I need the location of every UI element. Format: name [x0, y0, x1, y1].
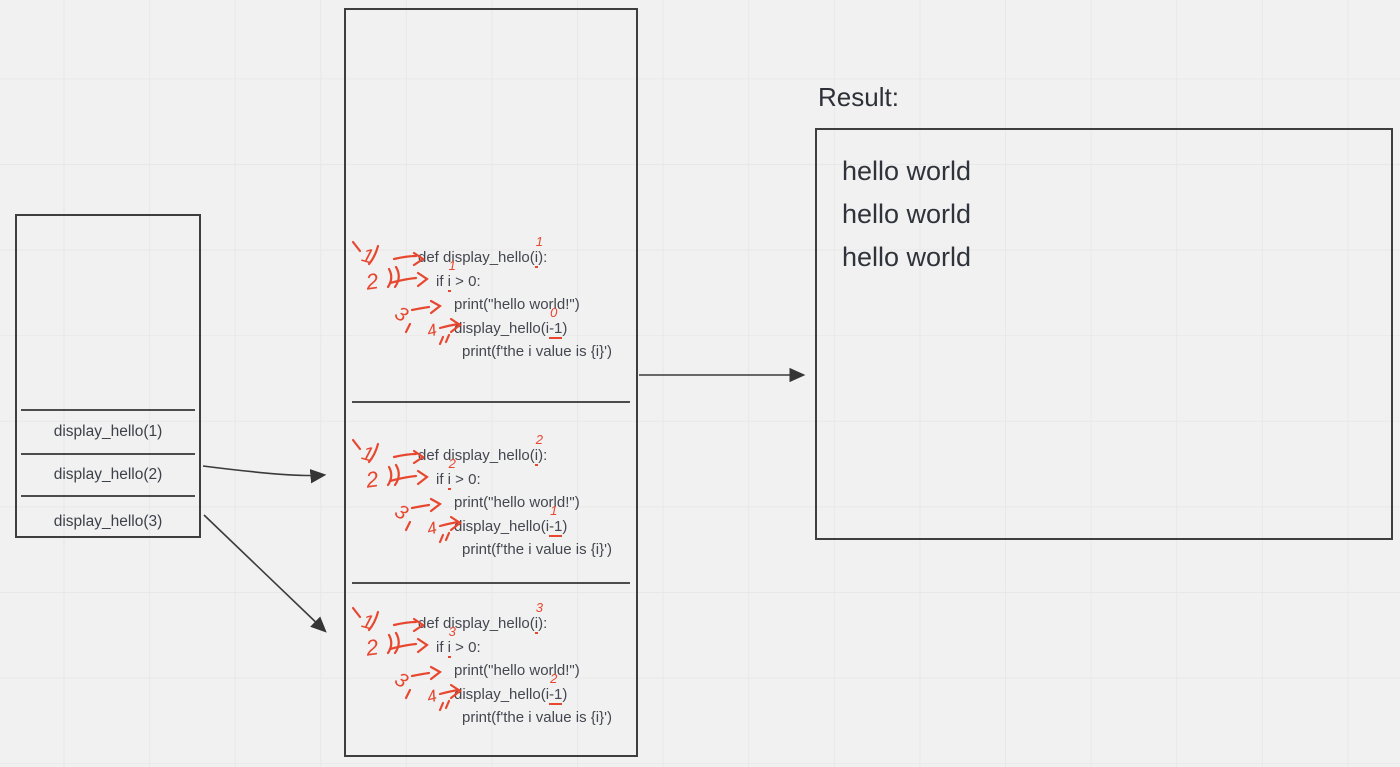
code-text: )	[562, 319, 568, 337]
code-text: print(f'the i value is {i}')	[462, 709, 612, 726]
code-text: display_hello(i	[454, 685, 550, 703]
code-text: if	[436, 638, 448, 656]
step-mark-2: 2	[363, 634, 380, 661]
stack-frame[interactable]: display_hello(1)	[21, 409, 195, 453]
code-text: print("hello world!")	[454, 494, 580, 511]
stack-frame-label: display_hello(3)	[53, 512, 163, 530]
code-line: print(f'the i value is {i}')	[462, 340, 653, 364]
handwritten-step-marks[interactable]: 1 2 3 4	[350, 236, 482, 348]
result-title[interactable]: Result:	[818, 82, 899, 112]
code-text: print(f'the i value is {i}')	[462, 541, 612, 558]
code-text: ):	[538, 447, 548, 464]
code-text: ):	[538, 615, 548, 632]
code-text: )	[562, 517, 568, 535]
value-annotation: 2	[448, 455, 456, 471]
stack-frame-label: display_hello(1)	[53, 423, 163, 440]
step-mark-4: 4	[425, 320, 439, 341]
value-annotation: 3	[535, 600, 543, 615]
result-line: hello world	[842, 242, 972, 272]
stack-frame[interactable]: display_hello(3)	[21, 495, 195, 546]
result-line: hello world	[842, 156, 972, 186]
code-text: > 0:	[451, 272, 481, 290]
result-box[interactable]: hello world hello world hello world	[815, 128, 1393, 540]
step-mark-4: 4	[425, 686, 439, 707]
code-text: print(f'the i value is {i}')	[462, 343, 612, 360]
stack-frame-label: display_hello(2)	[53, 466, 163, 483]
code-line: print("hello world!")	[454, 293, 653, 317]
step-mark-3: 3	[391, 500, 412, 525]
code-text: def display_hello(	[418, 615, 535, 632]
code-text: def display_hello(	[418, 447, 535, 464]
section-divider	[352, 582, 630, 584]
value-annotation: 1	[535, 234, 543, 249]
value-annotation: 2	[535, 432, 543, 447]
call-stack-box[interactable]: display_hello(1) display_hello(2) display_…	[15, 214, 201, 538]
code-text: display_hello(i	[454, 319, 550, 337]
code-line: print(f'the i value is {i}')	[462, 538, 653, 562]
call-arrow-frame2[interactable]	[202, 465, 327, 484]
value-annotation: 2	[550, 670, 558, 686]
code-text: ):	[538, 249, 548, 266]
value-annotation: 0	[550, 304, 558, 320]
code-text: > 0:	[451, 470, 481, 488]
code-line: print(f'the i value is {i}')	[462, 706, 653, 730]
handwritten-step-marks[interactable]: 1 2 3 4	[350, 602, 482, 714]
code-text: if	[436, 272, 448, 290]
step-mark-3: 3	[391, 302, 412, 327]
stack-frame[interactable]: display_hello(2)	[21, 453, 195, 495]
step-mark-2: 2	[363, 268, 380, 295]
handwritten-step-marks[interactable]: 1 2 3 4	[350, 434, 482, 546]
code-text: def display_hello(	[418, 249, 535, 266]
result-line: hello world	[842, 199, 972, 229]
code-line: print("hello world!")	[454, 659, 653, 683]
code-line: print("hello world!")	[454, 491, 653, 515]
result-text[interactable]: hello world hello world hello world	[842, 150, 971, 279]
code-text: display_hello(i	[454, 517, 550, 535]
call-arrow-frame3[interactable]	[203, 514, 327, 633]
step-mark-3: 3	[391, 668, 412, 693]
section-divider	[352, 401, 630, 403]
code-text: if	[436, 470, 448, 488]
value-annotation: 3	[448, 623, 456, 639]
code-text: > 0:	[451, 638, 481, 656]
call-stack-frames: display_hello(1) display_hello(2) display_…	[17, 409, 199, 546]
code-text: print("hello world!")	[454, 662, 580, 679]
step-mark-4: 4	[425, 518, 439, 539]
code-text: )	[562, 685, 568, 703]
value-annotation: 1	[448, 257, 456, 273]
value-annotation: 1	[550, 502, 558, 518]
code-text: print("hello world!")	[454, 296, 580, 313]
step-mark-2: 2	[363, 466, 380, 493]
